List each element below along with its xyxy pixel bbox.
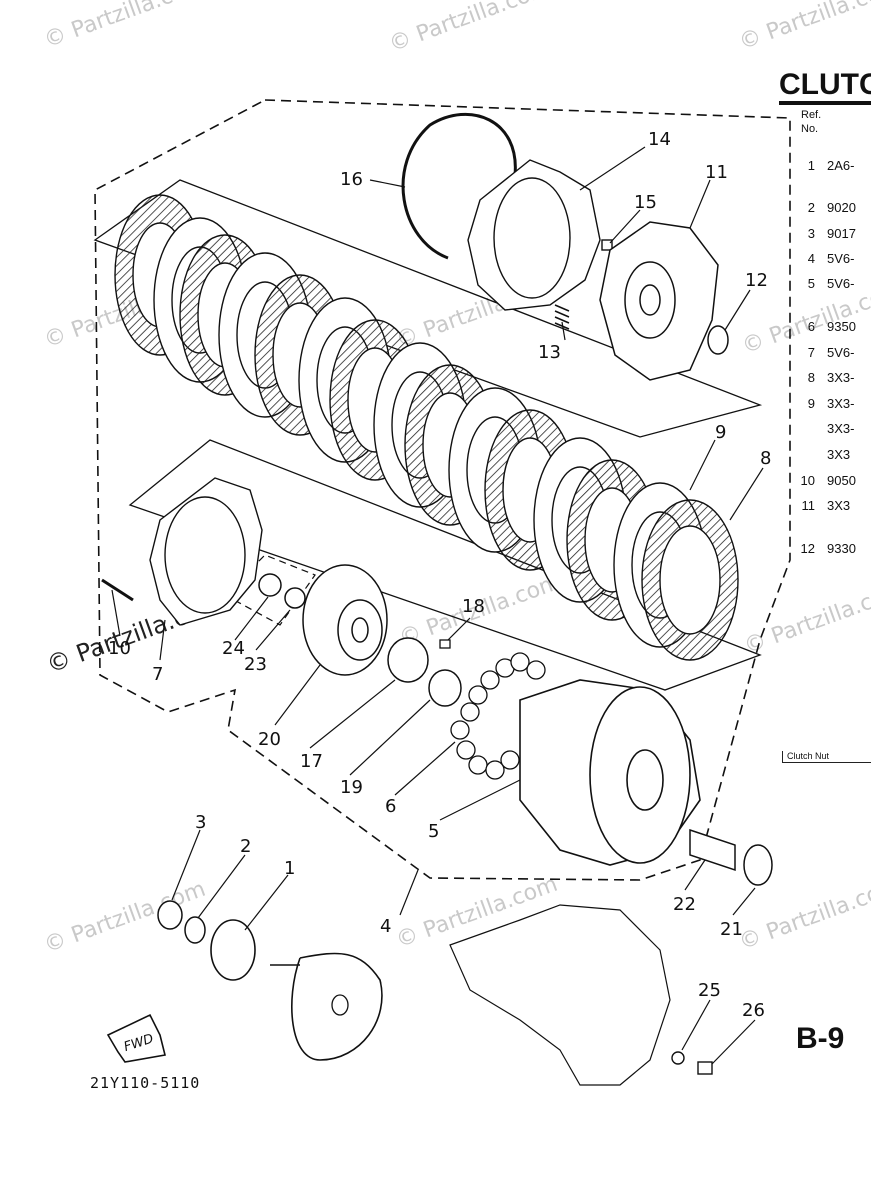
part-label-5: 5	[428, 821, 439, 842]
clutch-cover-11	[599, 221, 719, 381]
part-label-12: 12	[745, 270, 768, 291]
table-row: 3X3	[827, 447, 851, 462]
part-label-10: 10	[108, 638, 131, 659]
bearing-24	[258, 573, 282, 597]
diagram-code: 21Y110-5110	[90, 1074, 201, 1092]
clutch-nut-callout: Clutch Nut	[782, 751, 871, 763]
part-label-4: 4	[380, 916, 391, 937]
part-label-3: 3	[195, 812, 206, 833]
crankshaft	[270, 952, 383, 1061]
part-label-13: 13	[538, 342, 561, 363]
part-label-1: 1	[284, 858, 295, 879]
part-label-17: 17	[300, 751, 323, 772]
part-label-14: 14	[648, 129, 671, 150]
clutch-hub-17	[387, 637, 429, 683]
part-label-11: 11	[705, 162, 728, 183]
washer-21	[743, 844, 773, 886]
spring-13	[554, 304, 570, 330]
washer-23	[284, 587, 306, 609]
collar-22	[689, 828, 736, 872]
page-title: CLUTC	[779, 68, 871, 101]
washer-25	[671, 1051, 685, 1065]
leader-lines	[111, 146, 764, 1065]
table-row: 3X3-	[827, 421, 855, 436]
part-label-6: 6	[385, 796, 396, 817]
part-label-25: 25	[698, 980, 721, 1001]
crankcase	[449, 904, 671, 1086]
circlip-16	[401, 112, 517, 260]
friction-plates	[114, 194, 739, 661]
pressure-plate-14	[467, 159, 601, 311]
washer-2	[184, 916, 206, 944]
part-label-2: 2	[240, 836, 251, 857]
part-label-9: 9	[715, 422, 726, 443]
part-label-16: 16	[340, 169, 363, 190]
part-label-20: 20	[258, 729, 281, 750]
part-label-7: 7	[152, 664, 163, 685]
bolt-26	[697, 1061, 713, 1075]
part-label-21: 21	[720, 919, 743, 940]
part-label-24: 24	[222, 638, 245, 659]
part-label-22: 22	[673, 894, 696, 915]
part-label-26: 26	[742, 1000, 765, 1021]
part-labels: 16 14 15 11 12 13 9 8 10 7 24 23 20 17 1…	[108, 129, 771, 1021]
part-label-8: 8	[760, 448, 771, 469]
ref-label: Ref.	[801, 109, 822, 121]
title-rule	[779, 101, 871, 105]
no-label: No.	[801, 123, 819, 135]
key-18	[439, 639, 451, 649]
part-label-23: 23	[244, 654, 267, 675]
part-label-19: 19	[340, 777, 363, 798]
part-label-15: 15	[634, 192, 657, 213]
assembly-outline	[94, 99, 791, 881]
nut-3	[157, 900, 183, 930]
plate-7	[149, 477, 263, 626]
gear-20	[302, 564, 388, 676]
part-label-18: 18	[462, 596, 485, 617]
bolt-15	[601, 239, 613, 251]
balls-6	[450, 652, 546, 780]
o-ring-19	[428, 669, 462, 707]
push-rod-10	[101, 578, 134, 602]
page-number: B-9	[796, 1022, 845, 1055]
fwd-arrow-icon: FWD	[106, 1013, 166, 1063]
bearing-12	[707, 325, 729, 355]
clutch-housing-5	[519, 679, 701, 866]
plate-group-box-lower	[128, 439, 762, 691]
gear-1	[210, 919, 256, 981]
table-header: Ref. No.	[801, 108, 821, 136]
